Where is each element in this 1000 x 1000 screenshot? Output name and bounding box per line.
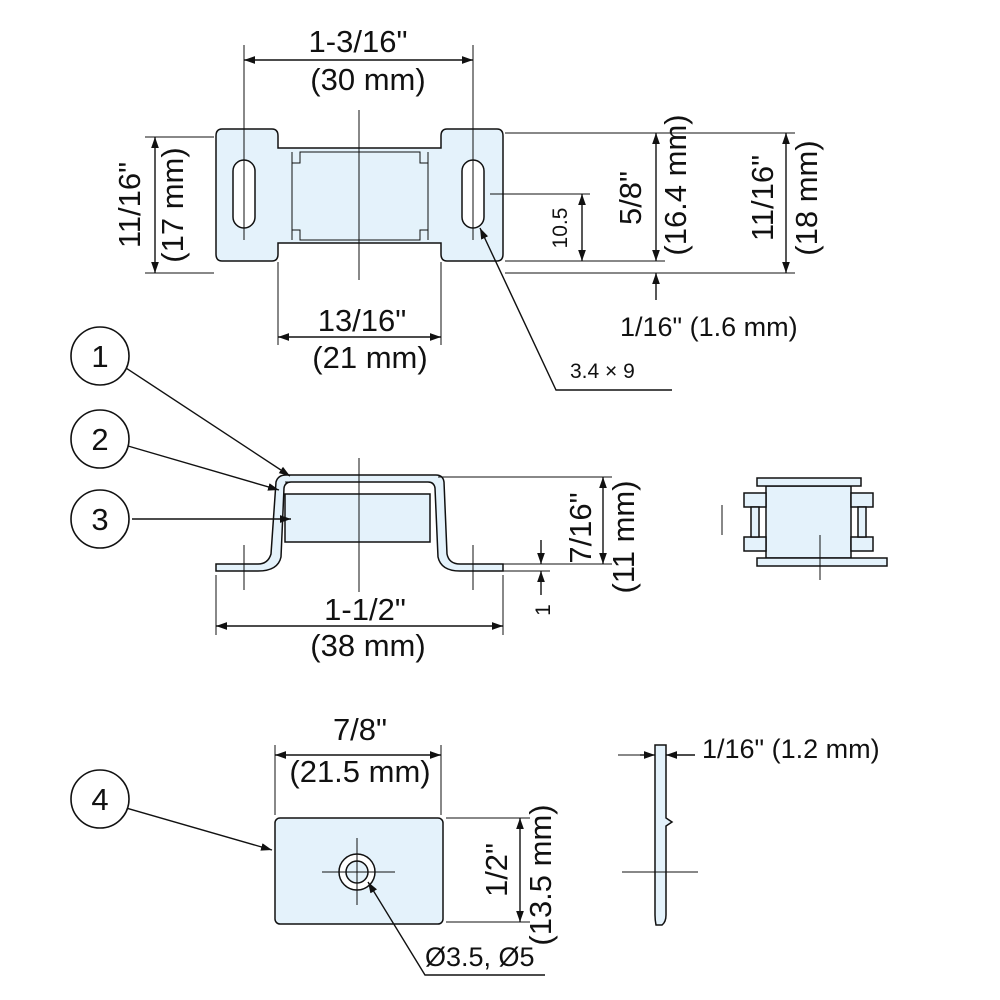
hole-offset-label: 10.5 <box>549 208 572 249</box>
slot-size-label: 3.4 × 9 <box>570 360 635 383</box>
callout-2-label: 2 <box>91 422 108 457</box>
plate-side-profile <box>654 744 674 926</box>
plate-width-label: 7/8" <box>333 712 387 747</box>
hole-leader-line <box>367 881 545 976</box>
side-height-label: 7/16" <box>563 492 598 563</box>
callout-1-circle <box>70 326 130 386</box>
end-view-body <box>765 485 852 559</box>
side-height-metric-label: (11 mm) <box>606 480 641 593</box>
left-height-metric-label: (17 mm) <box>155 147 190 262</box>
plate-thickness-label: 1/16" (1.2 mm) <box>702 734 880 764</box>
center-height-label: 5/8" <box>613 171 648 225</box>
callout-3-label: 3 <box>91 502 108 537</box>
center-height-metric-label: (16.4 mm) <box>658 114 693 255</box>
callout-4-leader <box>125 807 273 851</box>
callout-4-circle <box>70 769 130 829</box>
right-height-metric-label: (18 mm) <box>789 140 824 255</box>
plate-height-metric-label: (13.5 mm) <box>523 804 558 945</box>
callout-4-label: 4 <box>91 782 108 817</box>
magnet-block <box>284 493 431 543</box>
base-length-metric-label: (38 mm) <box>310 628 425 663</box>
plate-side-view: 1/16" (1.2 mm) <box>618 734 880 926</box>
hole-diameters-label: Ø3.5, Ø5 <box>425 942 535 972</box>
callout-2-leader <box>127 445 280 491</box>
overall-length-metric-label: (30 mm) <box>310 62 425 97</box>
base-length-label: 1-1/2" <box>324 592 406 627</box>
plate-width-metric-label: (21.5 mm) <box>289 754 430 789</box>
flange-thickness-label: 1 <box>532 604 555 616</box>
top-view-inner-top-edge <box>292 151 428 164</box>
top-view: 1-3/16" (30 mm) 13/16" (21 mm) 11/16" (1… <box>112 24 824 391</box>
right-height-label: 11/16" <box>745 155 780 241</box>
side-view: 1 2 3 1-1/2" (38 mm) 7/16" (11 mm) 1 <box>70 326 641 663</box>
top-view-inner-bottom-edge <box>292 229 428 241</box>
base-offset-label: 1/16" (1.6 mm) <box>620 312 798 342</box>
slot-leader-line <box>479 227 672 391</box>
callout-1-leader <box>125 367 291 477</box>
left-height-label: 11/16" <box>112 162 147 248</box>
callout-3-circle <box>70 489 130 549</box>
plate-view: 4 7/8" (21.5 mm) 1/2" (13.5 mm) Ø3.5, Ø5 <box>70 712 558 976</box>
callout-2-circle <box>70 409 130 469</box>
inner-width-metric-label: (21 mm) <box>312 340 427 375</box>
inner-width-label: 13/16" <box>318 303 407 338</box>
overall-length-label: 1-3/16" <box>309 24 408 59</box>
end-view <box>721 477 888 580</box>
plate-height-label: 1/2" <box>479 843 514 897</box>
callout-1-label: 1 <box>91 339 108 374</box>
